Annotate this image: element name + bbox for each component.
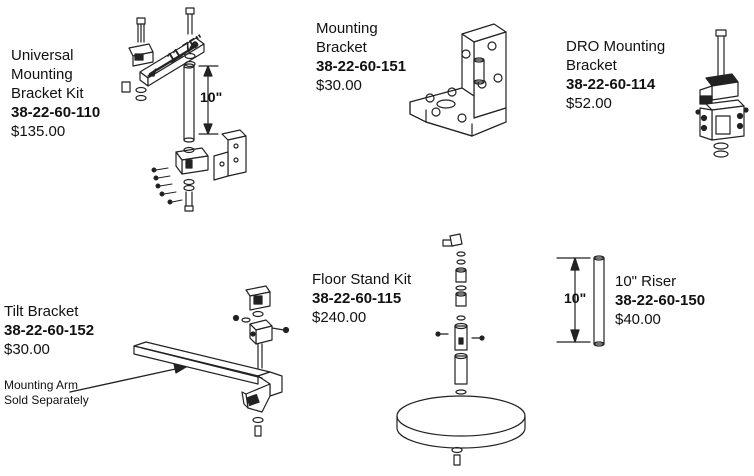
product-floor-stand-kit: Floor Stand Kit 38-22-60-115 $240.00 [312,270,411,327]
part-number: 38-22-60-151 [316,58,407,75]
price: $30.00 [4,341,50,358]
mounting-arm-note: Mounting Arm Sold Separately [4,378,89,408]
kit-dimension-label: 10" [200,89,222,105]
part-number: 38-22-60-110 [11,104,101,121]
product-dro-mounting-bracket: DRO Mounting Bracket 38-22-60-114 $52.00 [566,37,665,113]
price: $135.00 [11,123,66,140]
product-name-line: 10" Riser [615,273,677,290]
price: $40.00 [615,311,661,328]
mounting-bracket-drawing [409,23,507,137]
product-name-line: Bracket [316,39,367,56]
price: $240.00 [312,309,367,326]
note-line: Sold Separately [4,393,89,407]
product-mounting-bracket: Mounting Bracket 38-22-60-151 $30.00 [316,19,406,95]
product-name-line: Universal [11,47,74,64]
product-universal-mounting-bracket-kit: Universal Mounting Bracket Kit 38-22-60-… [11,46,100,141]
product-name-line: Mounting [11,66,73,83]
dro-mounting-bracket-drawing [695,29,749,158]
note-line: Mounting Arm [4,378,79,392]
part-number: 38-22-60-114 [566,76,656,93]
product-name-line: DRO Mounting [566,38,666,55]
tilt-bracket-drawing [69,285,290,437]
price: $30.00 [316,77,362,94]
part-number: 38-22-60-115 [312,290,402,307]
floor-stand-kit-drawing [396,233,526,466]
product-name-line: Bracket Kit [11,85,84,102]
product-name-line: Floor Stand Kit [312,271,412,288]
product-10in-riser: 10" Riser 38-22-60-150 $40.00 [615,272,705,329]
riser-dimension-label: 10" [564,290,586,306]
riser-drawing: 10" [556,255,605,347]
part-number: 38-22-60-152 [4,322,95,339]
price: $52.00 [566,95,612,112]
universal-bracket-kit-drawing: 11.75" 10" [121,7,247,212]
product-name-line: Mounting [316,20,378,37]
product-name-line: Bracket [566,57,617,74]
part-number: 38-22-60-150 [615,292,706,309]
product-tilt-bracket: Tilt Bracket 38-22-60-152 $30.00 [4,302,94,359]
product-name-line: Tilt Bracket [4,303,79,320]
